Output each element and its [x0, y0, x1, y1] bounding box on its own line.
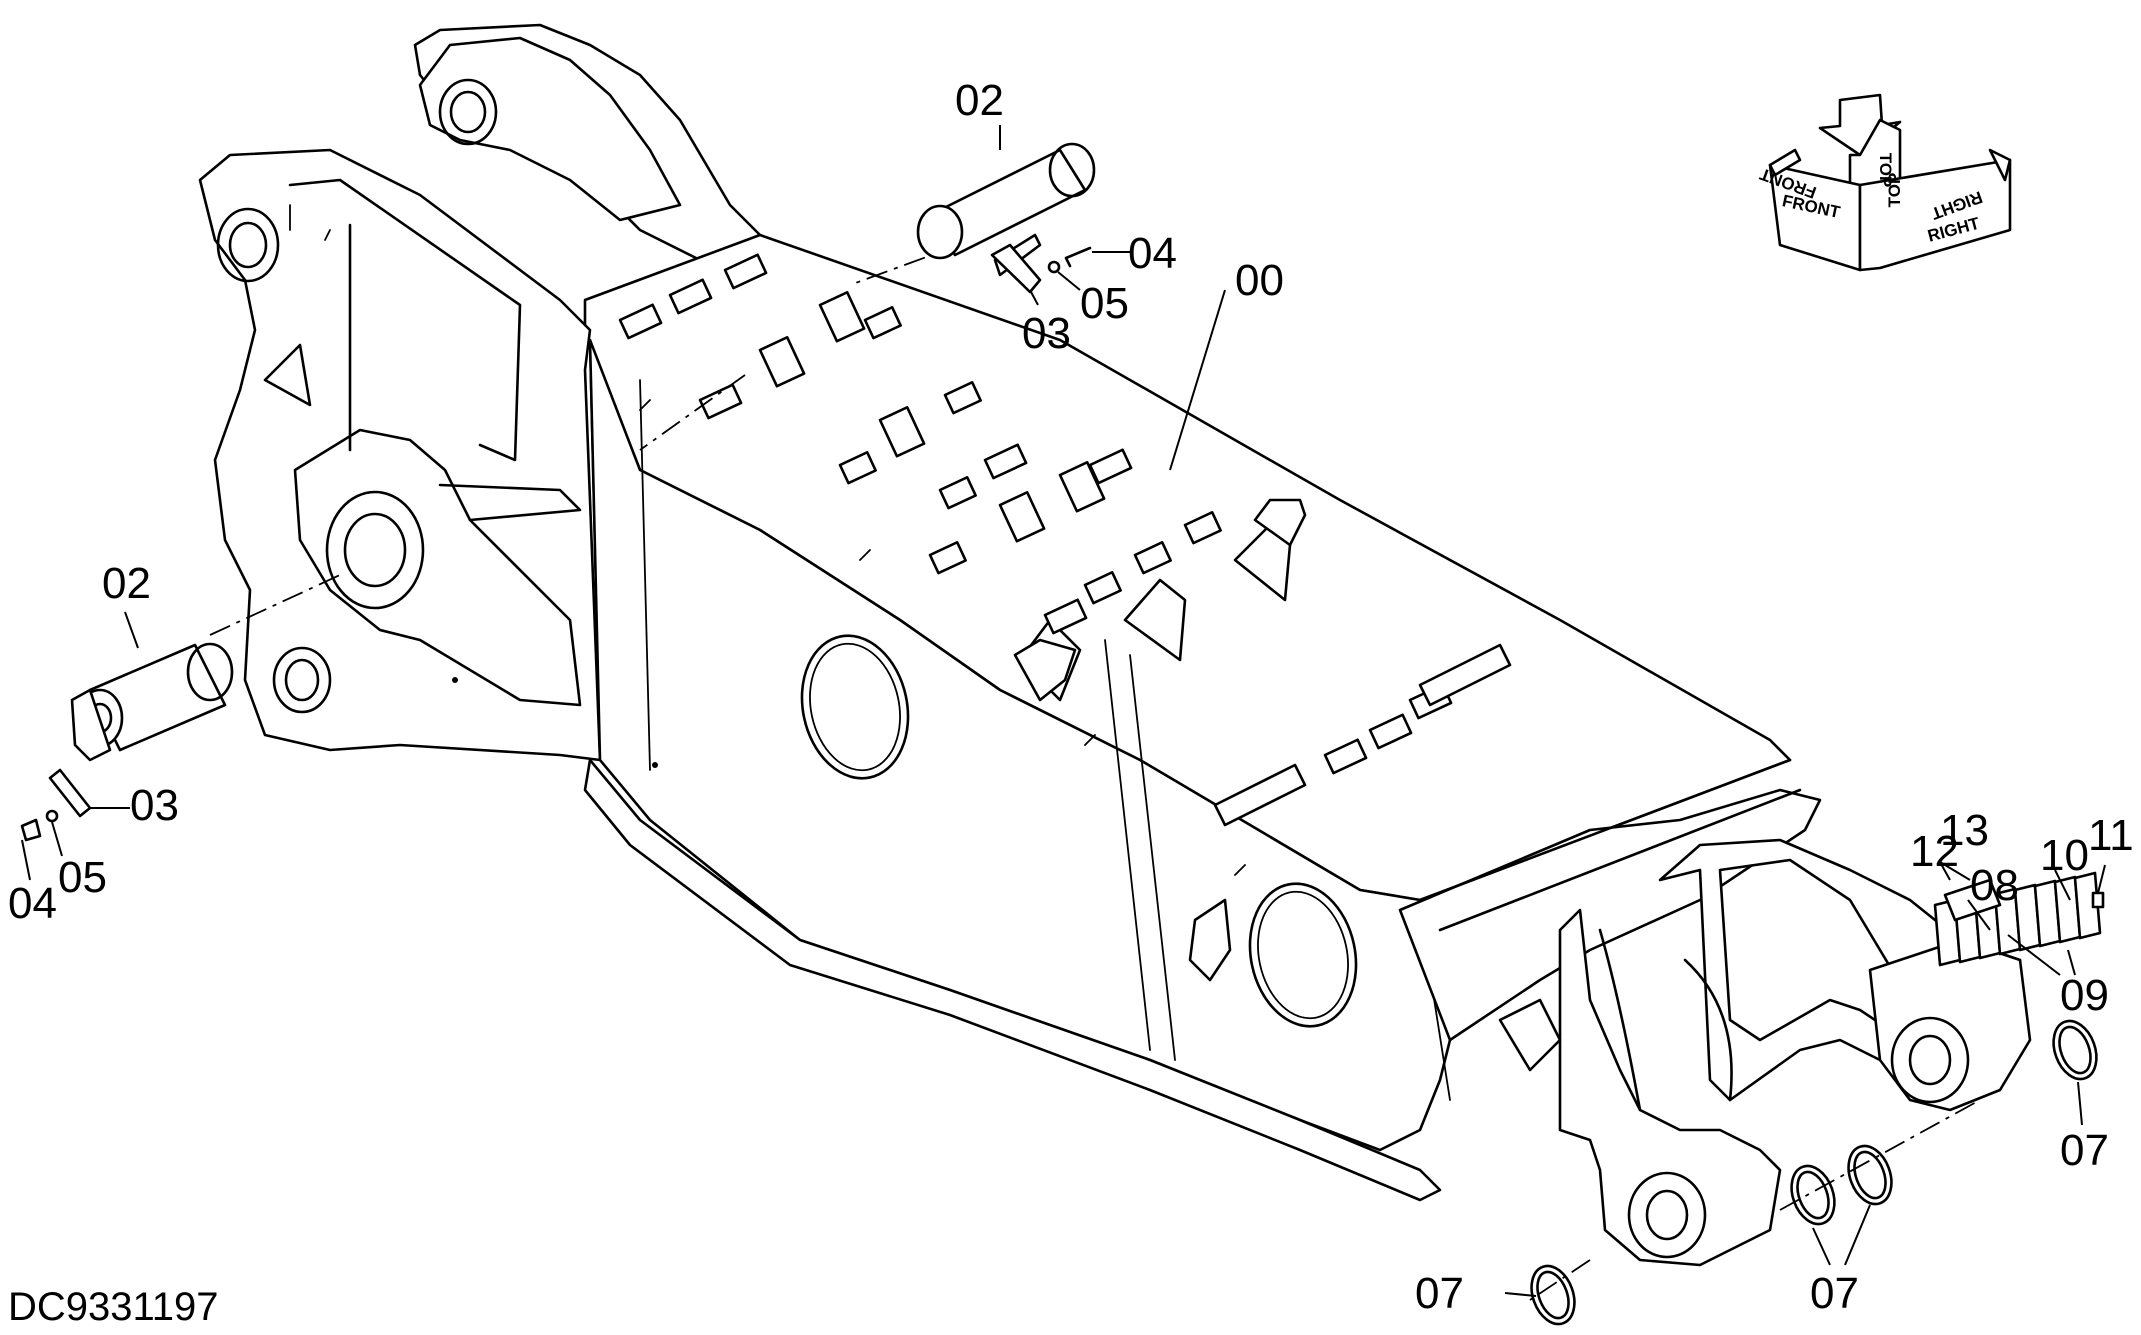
pin-lower — [70, 642, 234, 762]
label-05-upper: 05 — [1080, 279, 1129, 328]
label-07-bottom-center: 07 — [1810, 1269, 1859, 1318]
seal-rings — [1530, 1019, 2098, 1326]
label-00: 00 — [1235, 256, 1284, 305]
label-05-lower: 05 — [58, 853, 107, 902]
orientation-indicator: FRONT FRONT TOP TOP RIGHT RIGHT — [1757, 93, 2012, 272]
shim-stack — [1933, 871, 2105, 967]
orientation-top: TOP — [1885, 173, 1904, 208]
label-08: 08 — [1970, 861, 2019, 910]
label-13: 13 — [1940, 806, 1989, 855]
lock-plate-upper — [990, 243, 1042, 294]
label-07-right: 07 — [2060, 1126, 2109, 1175]
top-flange-blocks — [618, 253, 1512, 827]
label-12: 12 — [1910, 827, 1959, 876]
lock-plate-lower — [48, 768, 92, 818]
label-11: 11 — [2088, 811, 2134, 860]
label-04-lower: 04 — [8, 879, 57, 928]
boom-assembly — [198, 23, 2032, 1267]
label-07-bottom-left: 07 — [1415, 1269, 1464, 1318]
drawing-code: DC9331197 — [8, 1285, 219, 1329]
label-09: 09 — [2060, 971, 2109, 1020]
label-03-upper: 03 — [1022, 309, 1071, 358]
leader-lines — [21, 125, 2106, 1297]
label-10: 10 — [2040, 831, 2089, 880]
orientation-top-mirror: TOP — [1876, 153, 1895, 188]
label-02-upper: 02 — [955, 76, 1004, 125]
part-labels: 00 02 02 03 03 04 04 05 05 07 07 07 08 0… — [8, 76, 2134, 1318]
label-03-lower: 03 — [130, 781, 179, 830]
label-02-lower: 02 — [102, 559, 151, 608]
label-04-upper: 04 — [1128, 229, 1177, 278]
